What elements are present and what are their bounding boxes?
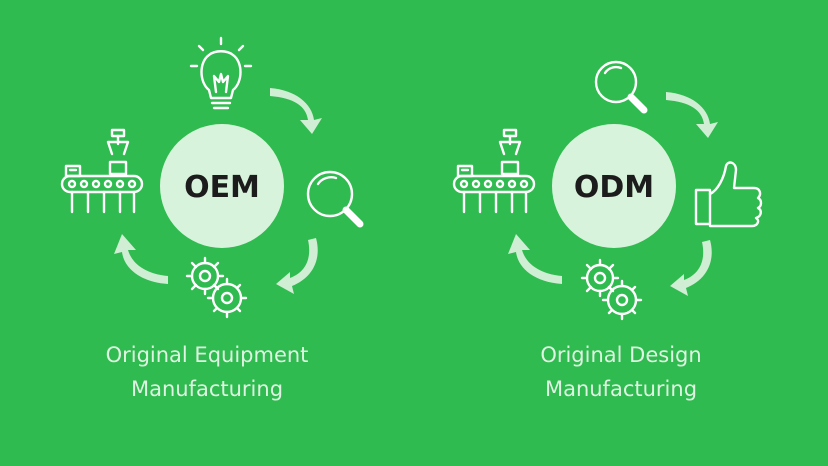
oem-caption-line1: Original Equipment — [105, 343, 309, 367]
odm-arrow-2 — [670, 240, 712, 296]
magnifier-icon — [594, 60, 648, 114]
odm-arrow-1 — [666, 92, 718, 138]
oem-caption-line2: Manufacturing — [130, 377, 284, 401]
odm-hub: ODM — [552, 124, 676, 248]
assembly-line-icon — [60, 128, 144, 214]
thumbs-up-icon — [694, 161, 763, 228]
oem-arrow-3 — [114, 234, 168, 284]
odm-hub-label: ODM — [574, 170, 654, 205]
oem-arrow-1 — [270, 88, 322, 134]
gears-icon — [185, 256, 248, 319]
oem-arrow-2 — [276, 238, 318, 294]
odm-panel: ODM — [414, 0, 828, 466]
assembly-line-icon — [452, 128, 536, 214]
oem-cycle-diagram: OEM — [60, 36, 364, 319]
oem-hub-label: OEM — [184, 170, 260, 205]
odm-caption-line2: Manufacturing — [544, 377, 698, 401]
magnifier-icon — [306, 170, 364, 228]
odm-cycle-diagram: ODM — [452, 60, 763, 321]
odm-caption-line1: Original Design — [540, 343, 702, 367]
oem-panel: OEM — [60, 36, 364, 401]
odm-arrow-3 — [508, 234, 562, 284]
oem-hub: OEM — [160, 124, 284, 248]
gears-icon — [580, 258, 643, 321]
lightbulb-icon — [189, 36, 253, 110]
